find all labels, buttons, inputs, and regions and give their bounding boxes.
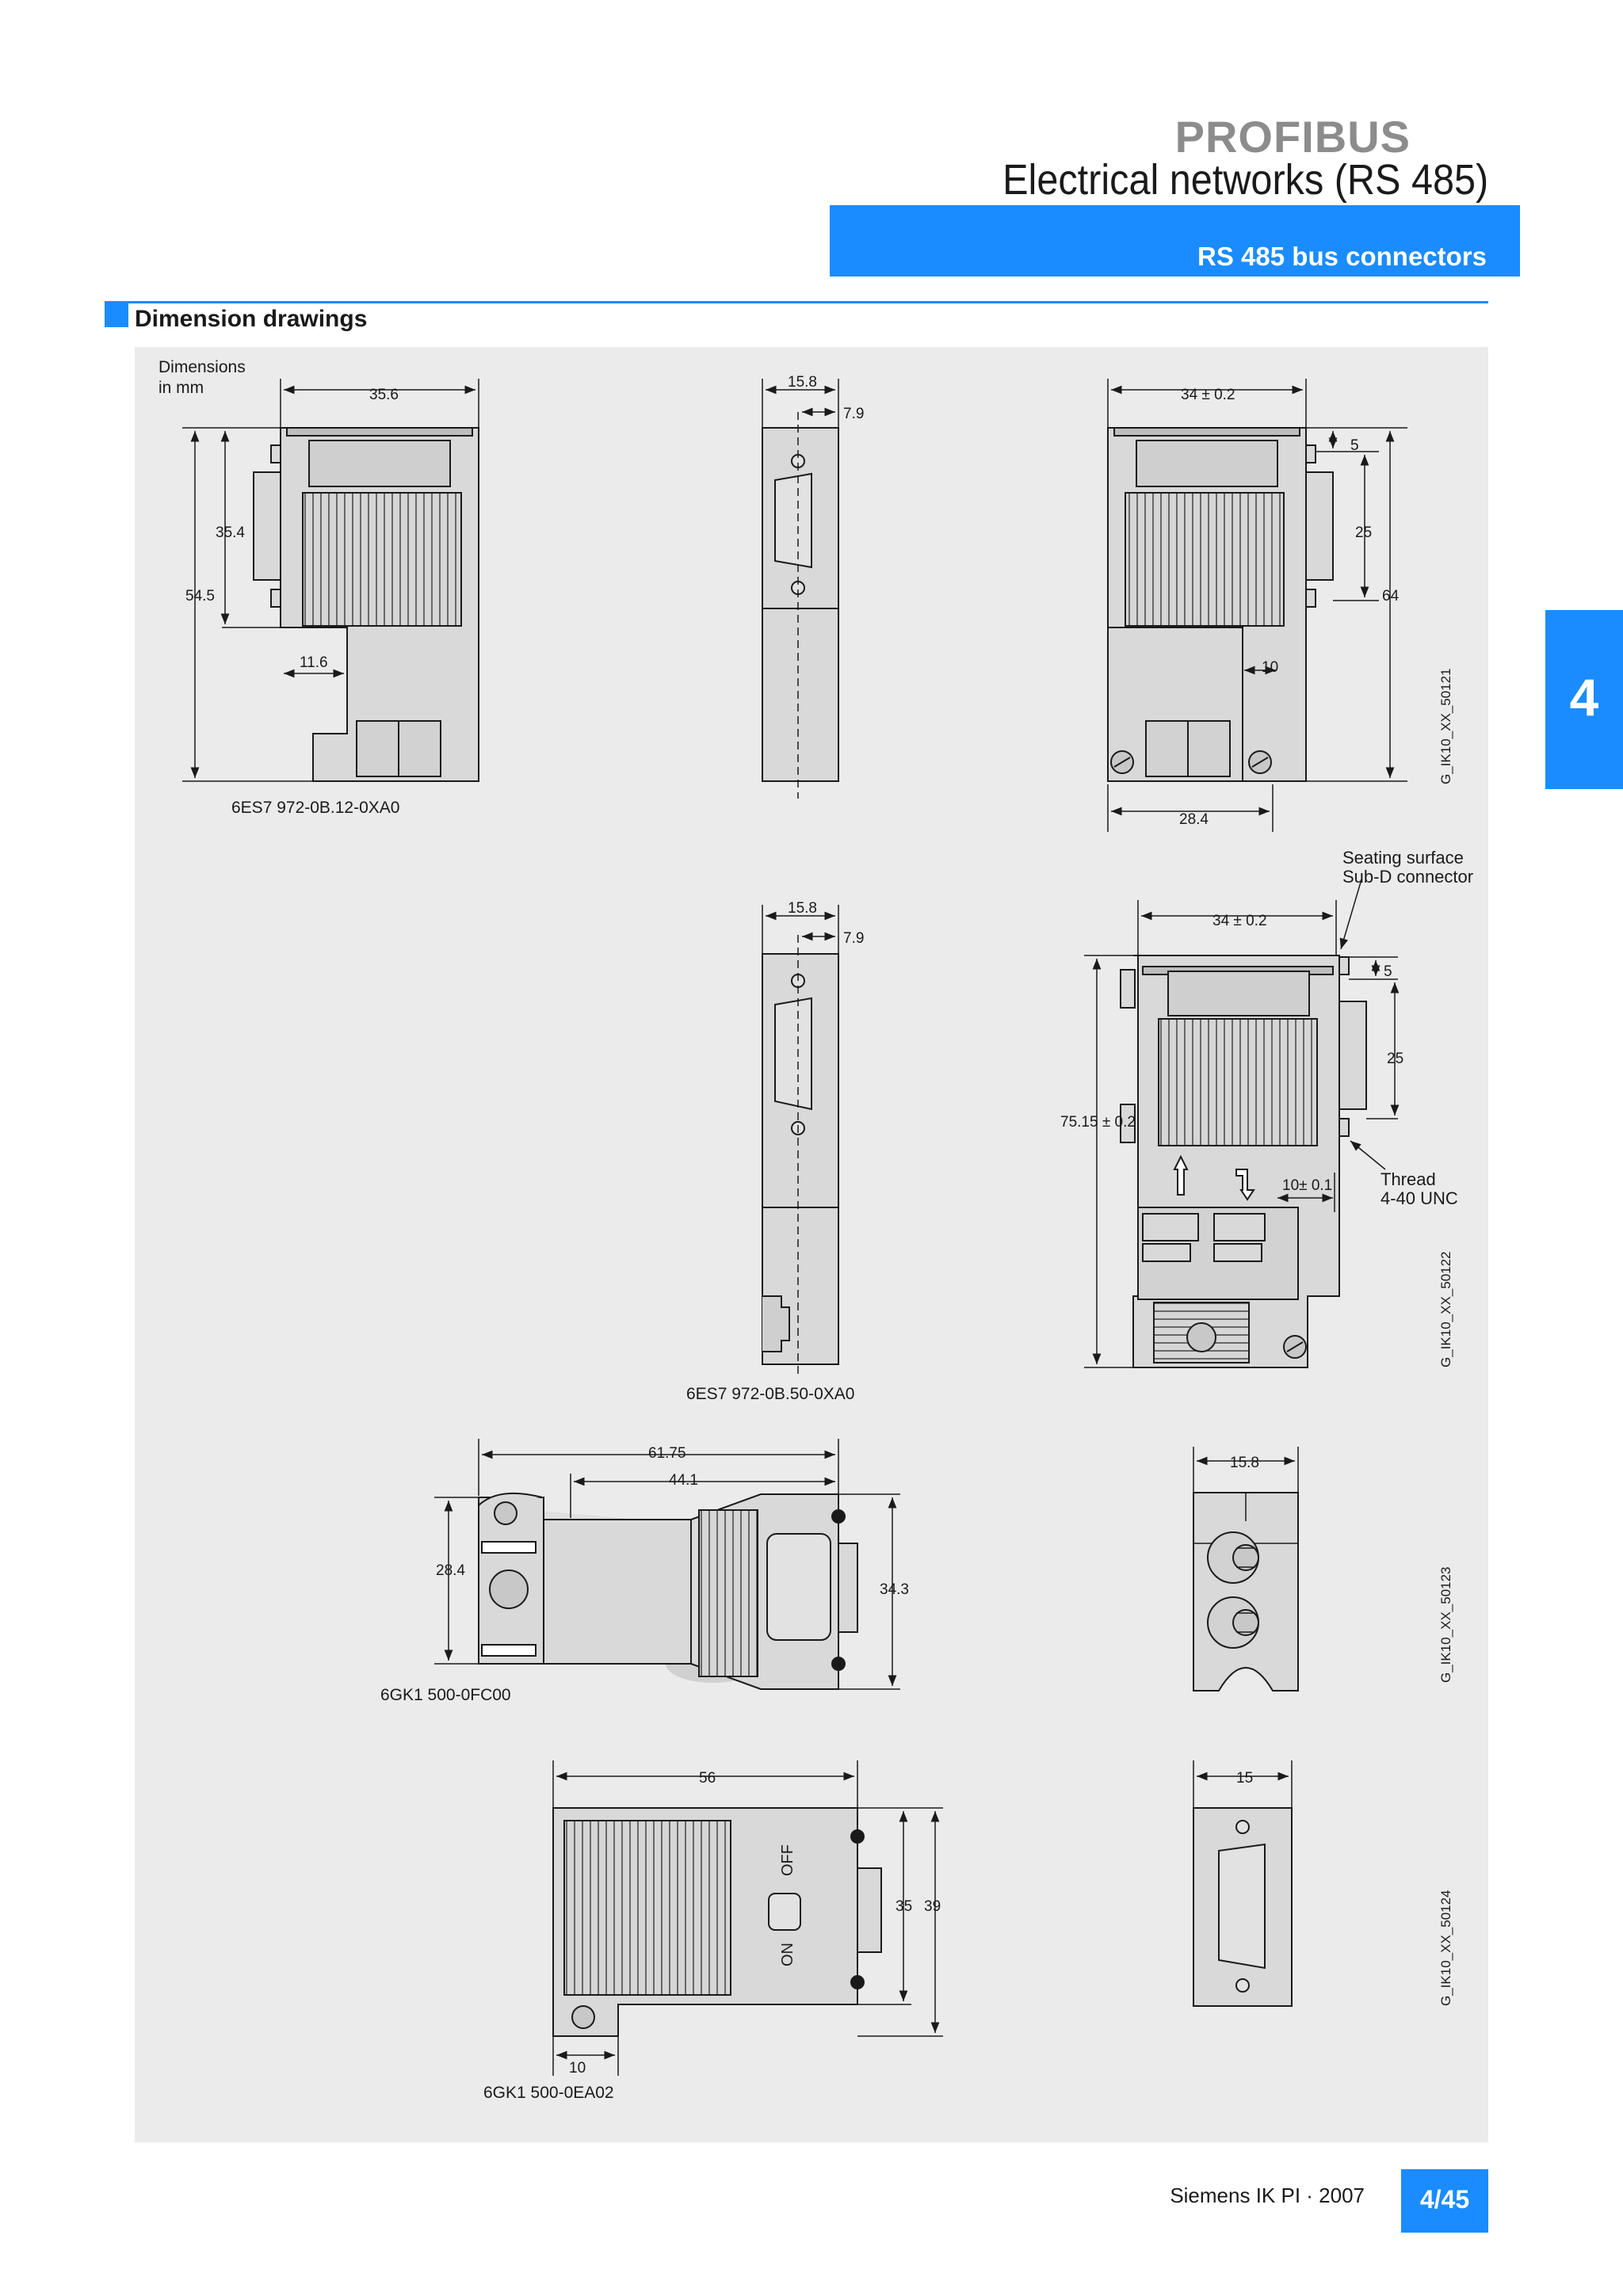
d1-width: 35.6 (369, 387, 399, 403)
section-rule (105, 301, 1488, 303)
d8-part-number: 6GK1 500-0EA02 (483, 2084, 614, 2102)
d3-mid: 25 (1355, 524, 1372, 541)
d8-on-label: ON (779, 1943, 796, 1966)
page-title: PROFIBUS (1174, 112, 1411, 162)
d5-foot: 10± 0.1 (1282, 1177, 1332, 1194)
d4-width: 15.8 (788, 900, 817, 917)
units-label-2: in mm (158, 379, 204, 397)
d1-foot: 11.6 (300, 654, 328, 671)
connector-front-view-3 (1193, 1492, 1299, 1691)
d7-code: G_IK10_XX_50123 (1438, 1566, 1453, 1683)
d8-width: 56 (699, 1770, 716, 1787)
d6-width1: 61.75 (648, 1445, 686, 1462)
d5-top: 5 (1384, 963, 1392, 980)
d1-height1: 35.4 (216, 524, 245, 541)
units-label-1: Dimensions (158, 358, 246, 376)
d3-width: 34 ± 0.2 (1181, 387, 1235, 403)
dimension-lines (182, 379, 1407, 2076)
section-bar: RS 485 bus connectors (830, 205, 1520, 277)
d3-total: 64 (1382, 588, 1400, 605)
d5-total: 75.15 ± 0.2 (1060, 1114, 1136, 1131)
d5-note1-line1: Seating surface (1342, 848, 1464, 868)
d8-off-label: OFF (779, 1844, 796, 1876)
section-marker (105, 302, 128, 327)
d5-mid: 25 (1387, 1051, 1403, 1067)
connector-top-view-2 (552, 1807, 882, 2037)
d4-half: 7.9 (843, 930, 864, 947)
d9-code: G_IK10_XX_50124 (1438, 1890, 1453, 2006)
connector-front-view-4 (1193, 1807, 1293, 2007)
d2-width: 15.8 (788, 374, 817, 391)
d6-part-number: 6GK1 500-0FC00 (380, 1686, 511, 1704)
page-number: 4/45 (1419, 2185, 1470, 2214)
d8-foot: 10 (569, 2060, 586, 2077)
d5-note1-line2: Sub-D connector (1342, 867, 1473, 887)
d5-note2-line1: Thread (1381, 1169, 1436, 1189)
d5-note2-line2: 4-40 UNC (1381, 1188, 1458, 1208)
connector-side-view-1 (253, 427, 479, 782)
d7-width: 15.8 (1230, 1455, 1259, 1471)
d3-foot: 10 (1262, 659, 1278, 676)
d6-height2: 34.3 (880, 1581, 909, 1598)
connector-side-view-3 (1120, 955, 1367, 1368)
d9-width: 15 (1236, 1770, 1253, 1787)
chapter-tab-label: 4 (1569, 668, 1599, 727)
connector-front-view-2 (762, 935, 839, 1375)
footer-publisher: Siemens IK PI · 2007 (1170, 2183, 1365, 2207)
section-title: Dimension drawings (135, 306, 368, 332)
d5-width: 34 ± 0.2 (1212, 913, 1267, 929)
d3-top: 5 (1350, 437, 1359, 454)
page-subtitle: Electrical networks (RS 485) (1002, 156, 1488, 204)
d8-height2: 39 (924, 1898, 941, 1915)
d6-width2: 44.1 (669, 1472, 698, 1489)
dimension-labels: Dimensions in mm 35.6 35.4 54.5 11.6 6ES… (158, 358, 1473, 2102)
page-number-box: 4/45 (1401, 2169, 1488, 2233)
d2-half: 7.9 (843, 406, 864, 422)
d4-part-number: 6ES7 972-0B.50-0XA0 (686, 1385, 854, 1403)
section-bar-label: RS 485 bus connectors (1197, 242, 1487, 271)
d3-base: 28.4 (1179, 811, 1209, 828)
chapter-tab[interactable]: 4 (1545, 610, 1623, 789)
d1-height2: 54.5 (185, 588, 215, 605)
d6-height1: 28.4 (436, 1562, 465, 1579)
connector-front-view-1 (762, 412, 839, 799)
d1-part-number: 6ES7 972-0B.12-0XA0 (231, 799, 399, 817)
d8-height1: 35 (896, 1898, 912, 1915)
d5-code: G_IK10_XX_50122 (1438, 1251, 1453, 1367)
connector-top-view-1 (478, 1492, 858, 1690)
d3-code: G_IK10_XX_50121 (1438, 668, 1453, 784)
connector-side-view-2 (1107, 427, 1334, 782)
